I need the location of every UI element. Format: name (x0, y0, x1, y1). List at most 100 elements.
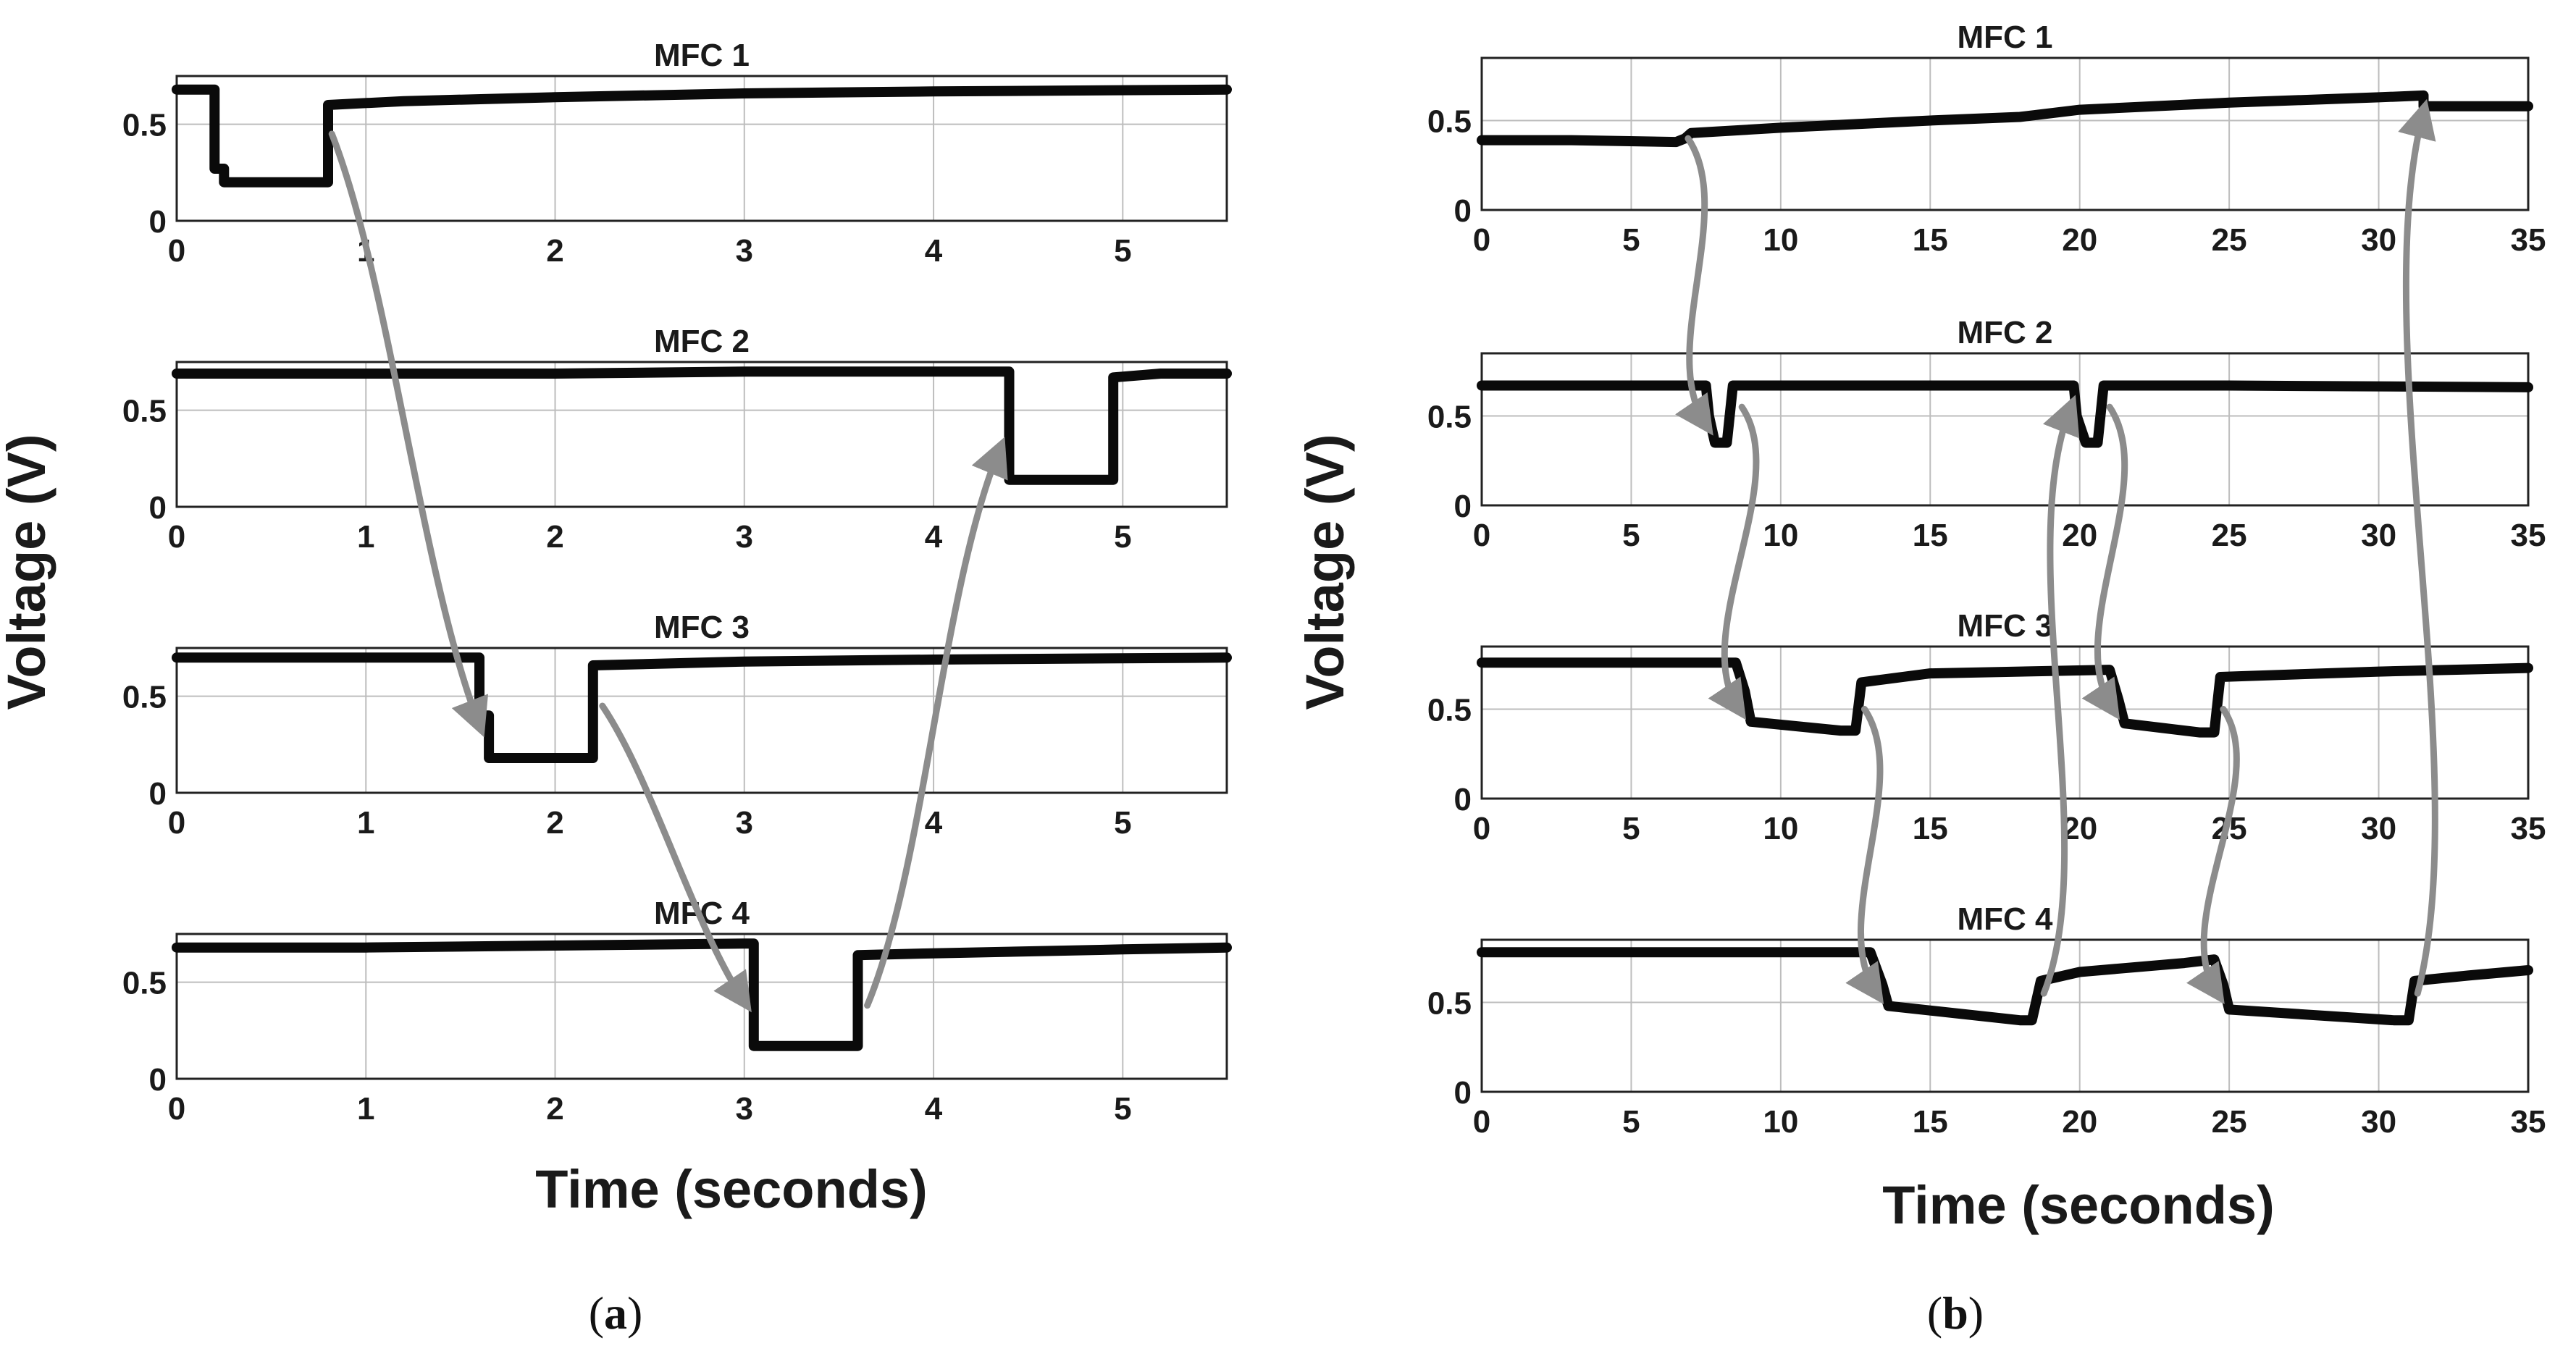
x-tick-label: 1 (357, 1091, 374, 1127)
x-tick-label: 2 (546, 233, 563, 269)
causal-arrow (2081, 403, 2128, 720)
plot-border (175, 647, 1228, 794)
subplot-title: MFC 1 (654, 38, 750, 73)
y-tick-label: 0 (1454, 782, 1472, 817)
x-tick-label: 25 (2212, 1104, 2247, 1140)
x-tick-label: 15 (1913, 518, 1948, 553)
x-tick-label: 1 (357, 805, 374, 841)
x-tick-label: 35 (2511, 518, 2546, 553)
plot-border (1480, 645, 2530, 800)
y-tick-label: 0 (1454, 1075, 1472, 1111)
series-line (1477, 657, 2533, 738)
series-line (172, 84, 1232, 188)
plot-border (1480, 56, 2530, 211)
plot-frame (1480, 56, 2530, 211)
x-tick-label: 5 (1622, 222, 1640, 258)
x-tick-label: 0 (168, 1091, 185, 1127)
x-tick-label: 20 (2062, 1104, 2097, 1140)
causal-arrow (2186, 705, 2240, 1004)
x-tick-label: 0 (1473, 1104, 1490, 1140)
x-tick-label: 15 (1913, 222, 1948, 258)
plot-border (175, 361, 1228, 508)
causal-arrow (599, 702, 752, 1013)
x-tick-label: 0 (1473, 222, 1490, 258)
y-axis-label: Voltage (V) (1295, 434, 1355, 710)
x-tick-label: 15 (1913, 811, 1948, 846)
series-line (1477, 947, 2533, 1026)
subplot-title: MFC 2 (654, 324, 750, 359)
x-tick-label: 5 (1114, 805, 1131, 841)
x-tick-label: 10 (1763, 1104, 1798, 1140)
y-axis-label: Voltage (V) (0, 434, 56, 710)
x-tick-label: 30 (2361, 518, 2396, 553)
x-tick-label: 20 (2062, 518, 2097, 553)
y-tick-label: 0 (149, 204, 167, 240)
plot-frame (1480, 352, 2530, 507)
subplot-title: MFC 3 (654, 610, 750, 645)
x-tick-label: 4 (925, 519, 943, 555)
x-tick-label: 1 (357, 519, 374, 555)
y-tick-label: 0.5 (1427, 399, 1472, 434)
x-tick-label: 30 (2361, 811, 2396, 846)
y-tick-label: 0 (1454, 489, 1472, 524)
x-tick-label: 5 (1114, 519, 1131, 555)
y-tick-label: 0.5 (1427, 104, 1472, 139)
series-line (172, 652, 1232, 763)
series-line (172, 366, 1232, 485)
x-tick-label: 10 (1763, 518, 1798, 553)
x-tick-label: 0 (1473, 811, 1490, 846)
y-tick-label: 0 (149, 1062, 167, 1098)
x-tick-label: 3 (736, 233, 753, 269)
plot-border (1480, 352, 2530, 507)
y-tick-label: 0.5 (1427, 692, 1472, 728)
x-tick-label: 15 (1913, 1104, 1948, 1140)
y-tick-label: 0.5 (122, 966, 167, 1001)
x-tick-label: 3 (736, 1091, 753, 1127)
y-tick-label: 0.5 (122, 108, 167, 143)
plot-border (1480, 938, 2530, 1093)
x-tick-label: 2 (546, 519, 563, 555)
x-tick-label: 2 (546, 805, 563, 841)
plot-frame (175, 361, 1228, 508)
plot-border (175, 75, 1228, 222)
y-tick-label: 0 (1454, 193, 1472, 229)
x-tick-label: 3 (736, 519, 753, 555)
causal-arrow (2398, 98, 2438, 997)
x-tick-label: 20 (2062, 222, 2097, 258)
subplot-title: MFC 2 (1958, 315, 2053, 350)
y-tick-label: 0 (149, 490, 167, 526)
x-tick-label: 5 (1622, 1104, 1640, 1140)
x-axis-label: Time (seconds) (1882, 1175, 2274, 1235)
x-tick-label: 5 (1114, 1091, 1131, 1127)
causal-arrow (1845, 705, 1884, 1004)
x-tick-label: 5 (1622, 518, 1640, 553)
causal-arrow (1675, 135, 1713, 436)
subplot-title: MFC 1 (1958, 20, 2053, 55)
plot-border (175, 933, 1228, 1080)
x-tick-label: 30 (2361, 222, 2396, 258)
x-tick-label: 4 (925, 233, 943, 269)
x-tick-label: 10 (1763, 811, 1798, 846)
x-tick-label: 35 (2511, 1104, 2546, 1140)
x-tick-label: 3 (736, 805, 753, 841)
causal-arrow (864, 437, 1008, 1009)
causal-arrow (2040, 395, 2080, 997)
panel-a-label: (a) (589, 1287, 643, 1339)
x-tick-label: 4 (925, 1091, 943, 1127)
x-tick-label: 5 (1114, 233, 1131, 269)
subplot-title: MFC 3 (1958, 608, 2053, 644)
y-tick-label: 0.5 (122, 394, 167, 429)
y-tick-label: 0.5 (1427, 985, 1472, 1021)
x-tick-label: 25 (2212, 222, 2247, 258)
x-tick-label: 10 (1763, 222, 1798, 258)
x-tick-label: 0 (168, 805, 185, 841)
x-axis-label: Time (seconds) (535, 1159, 927, 1219)
